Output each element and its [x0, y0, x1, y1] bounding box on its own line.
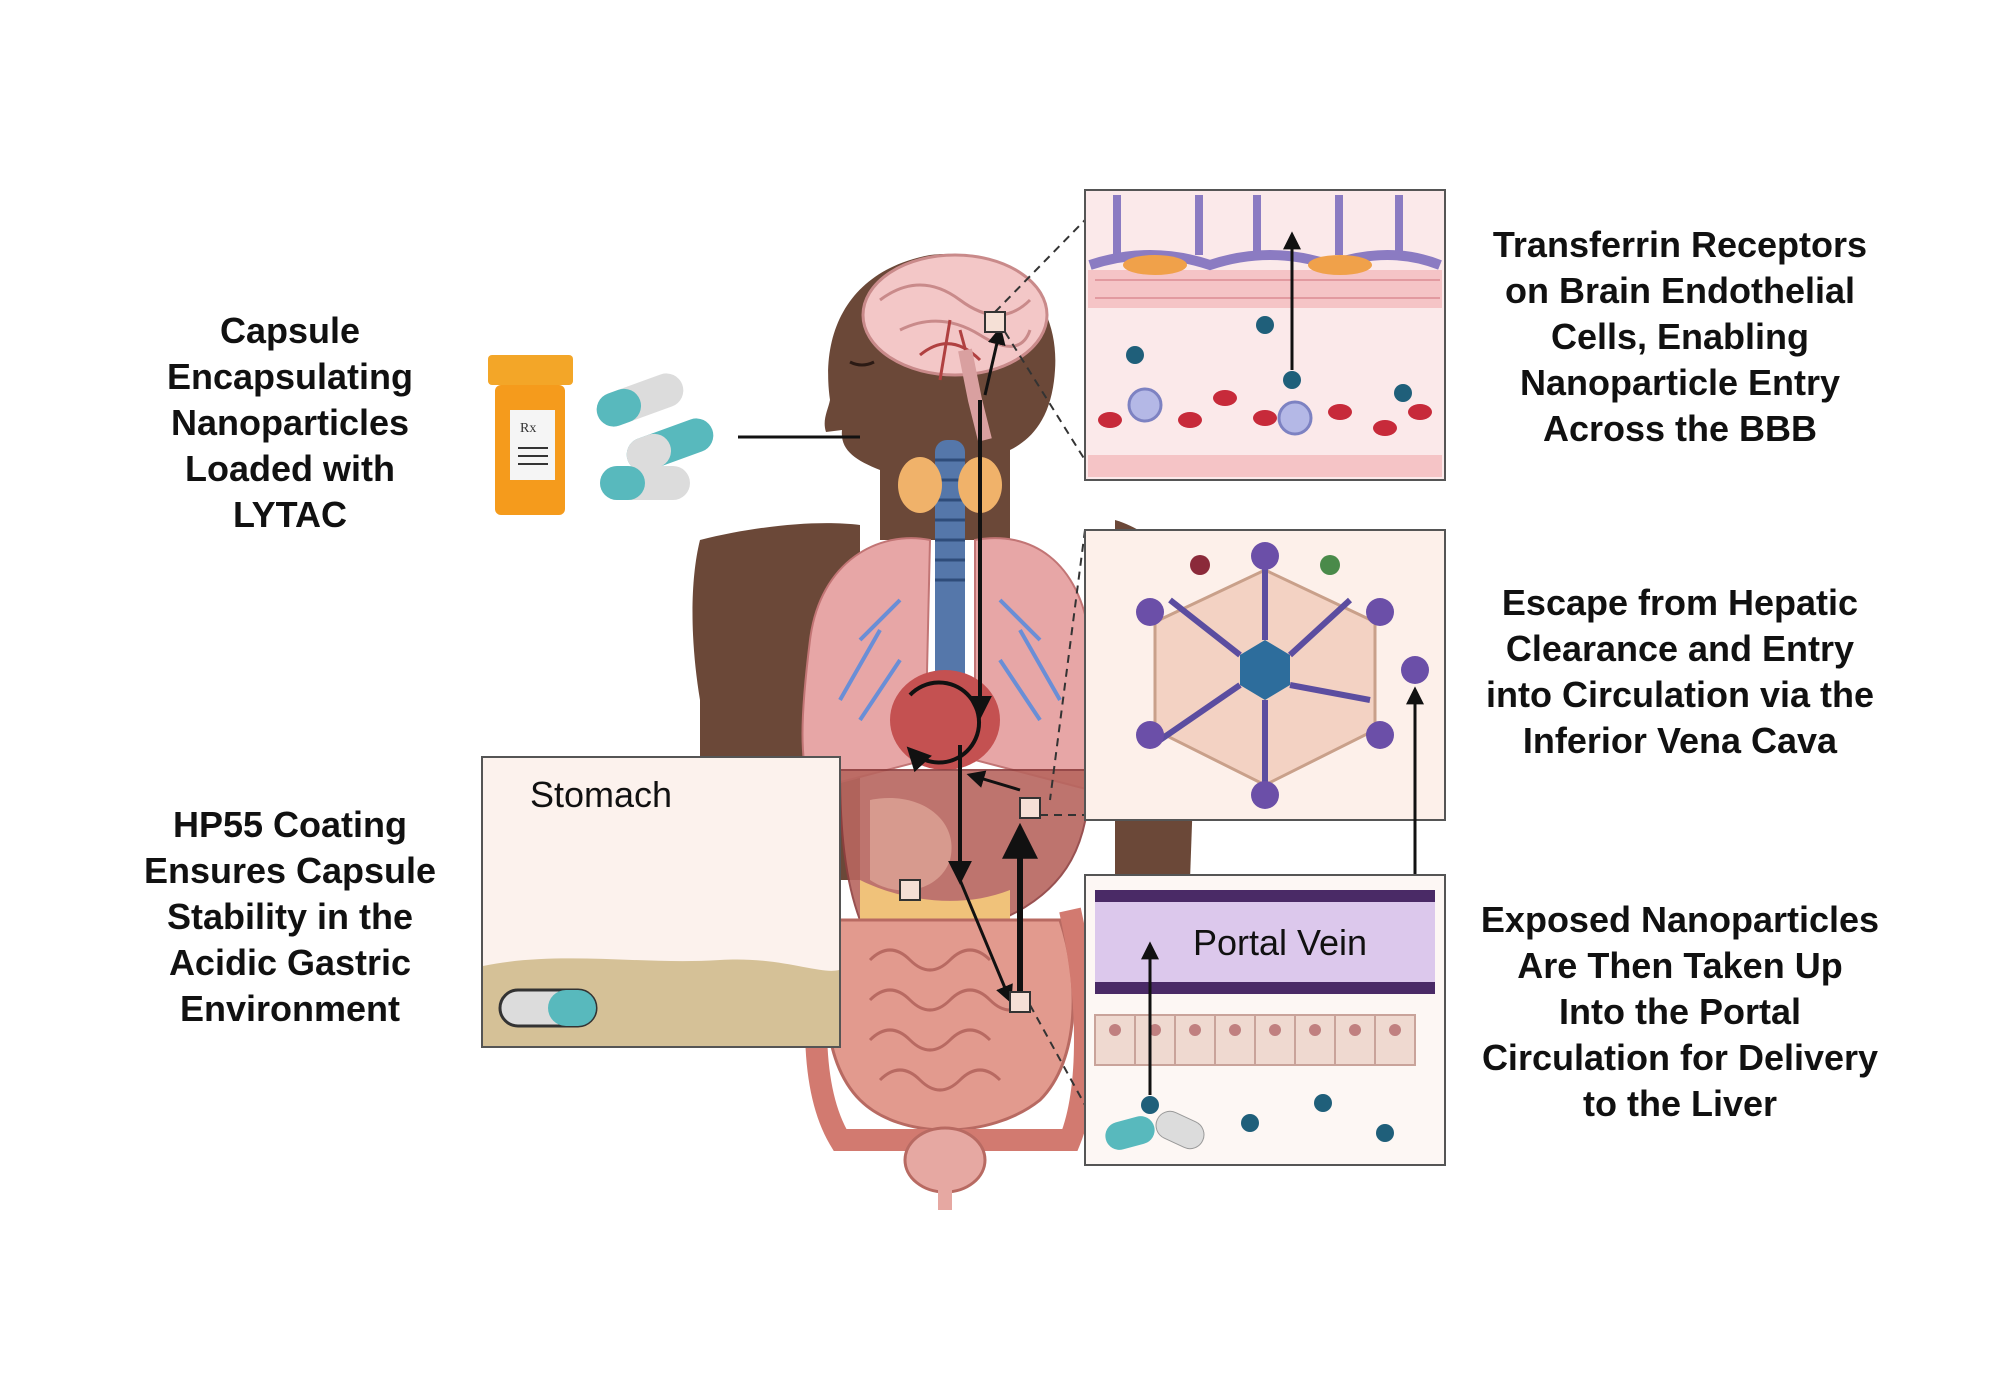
capsule-icon	[498, 988, 598, 1028]
red-blood-cell-icon	[1098, 390, 1432, 436]
stomach-title: Stomach	[530, 774, 672, 815]
trachea-icon	[898, 440, 1002, 700]
nanoparticle-icon	[1126, 316, 1412, 402]
hp55-description-label: HP55 Coating Ensures Capsule Stability i…	[143, 804, 437, 1029]
abdominal-organs	[805, 769, 1096, 1210]
liver-lobule-inset-panel	[1084, 529, 1446, 950]
hepatic-description-label: Escape from Hepatic Clearance and Entry …	[1485, 582, 1875, 761]
portal-vein-title: Portal Vein	[1193, 922, 1367, 963]
capsule-icon	[596, 373, 714, 500]
bbb-inset-panel	[1084, 189, 1446, 481]
bbb-description-label: Transferrin Receptors on Brain Endotheli…	[1492, 224, 1868, 449]
svg-text:Rx: Rx	[520, 421, 536, 436]
portal-description-label: Exposed Nanoparticles Are Then Taken Up …	[1480, 899, 1880, 1124]
pill-bottle-icon: Rx	[488, 355, 573, 515]
liver-lobule-icon	[1158, 560, 1371, 790]
flow-arrows	[899, 311, 1041, 1013]
zoom-dashed-lines	[994, 219, 1086, 1106]
capsule-description-label: Capsule Encapsulating Nanoparticles Load…	[166, 310, 414, 535]
heart-icon	[890, 670, 1000, 770]
portal-vein-inset-panel: Portal Vein	[1084, 874, 1446, 1166]
stomach-inset-panel: Stomach	[481, 756, 841, 1048]
